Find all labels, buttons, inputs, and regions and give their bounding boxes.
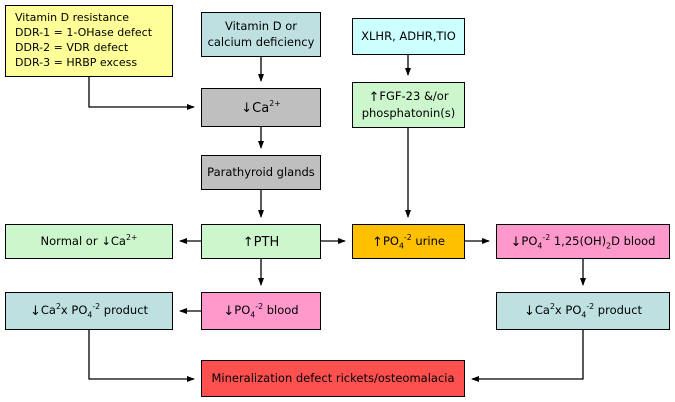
down-arrow-icon: ↓ xyxy=(223,304,235,320)
product-ca-sup: 2 xyxy=(549,302,555,312)
node-high-phosphate-urine[interactable]: ↑PO4-2 urine xyxy=(352,224,465,259)
vitamin-d-resistance-text: Vitamin D resistance DDR-1 = 1-OHase def… xyxy=(15,11,168,70)
resistance-line-3: DDR-2 = VDR defect xyxy=(15,41,129,54)
vitd-sup: -2 xyxy=(542,232,551,242)
down-arrow-icon: ↓ xyxy=(29,304,41,320)
phos-blood-po: PO xyxy=(234,303,251,318)
mineralization-defect-text: Mineralization defect rickets/osteomalac… xyxy=(211,370,455,385)
parathyroid-glands-text: Parathyroid glands xyxy=(207,164,315,179)
phos-blood-suffix: blood xyxy=(263,303,299,318)
phos-urine-po: PO xyxy=(382,233,399,248)
vitd-sub2: 2 xyxy=(606,241,612,251)
product-po-sub: 4 xyxy=(87,310,93,320)
phos-blood-sup: -2 xyxy=(255,302,264,312)
product-ca: Ca xyxy=(40,303,56,318)
low-phosphate-vitd-blood-text: ↓PO4-2 1,25(OH)2D blood xyxy=(501,233,665,251)
fgf23-line-2: phosphatonin(s) xyxy=(361,106,456,121)
node-normal-or-low-calcium[interactable]: Normal or ↓Ca2+ xyxy=(5,224,173,259)
node-vitamin-d-resistance[interactable]: Vitamin D resistance DDR-1 = 1-OHase def… xyxy=(5,5,173,77)
deficiency-line-2: calcium deficiency xyxy=(207,34,315,49)
edge-resistance-to-calcium xyxy=(88,77,195,110)
vitd-suffix: D blood xyxy=(611,233,656,248)
low-calcium-text: ↓Ca2+ xyxy=(206,99,316,117)
fgf23-text: ↑FGF-23 &/or phosphatonin(s) xyxy=(357,88,460,121)
normal-calcium-prefix: Normal or ↓Ca xyxy=(40,233,126,248)
product-po-sup: -2 xyxy=(586,302,595,312)
product-ca-sup: 2 xyxy=(55,302,61,312)
product-suffix: product xyxy=(100,303,149,318)
resistance-line-4: DDR-3 = HRBP excess xyxy=(15,55,138,69)
node-high-pth[interactable]: ↑PTH xyxy=(201,224,321,259)
down-arrow-icon: ↓ xyxy=(510,234,522,250)
node-parathyroid-glands[interactable]: Parathyroid glands xyxy=(201,155,321,190)
resistance-line-1: Vitamin D resistance xyxy=(15,11,130,25)
normal-or-low-calcium-text: Normal or ↓Ca2+ xyxy=(10,232,168,250)
normal-calcium-superscript: 2+ xyxy=(125,232,138,242)
node-low-calcium-phosphate-product-right[interactable]: ↓Ca2x PO4-2 product xyxy=(496,292,670,330)
vitd-po: PO xyxy=(521,233,538,248)
high-phosphate-urine-text: ↑PO4-2 urine xyxy=(357,233,460,251)
high-pth-text: ↑PTH xyxy=(242,234,280,250)
product-ca: Ca xyxy=(534,303,550,318)
node-low-phosphate-blood[interactable]: ↓PO4-2 blood xyxy=(201,292,321,330)
phos-urine-suffix: urine xyxy=(411,233,445,248)
product-right-text: ↓Ca2x PO4-2 product xyxy=(501,302,665,320)
resistance-line-2: DDR-1 = 1-OHase defect xyxy=(15,26,153,40)
node-mineralization-defect[interactable]: Mineralization defect rickets/osteomalac… xyxy=(201,360,465,397)
vitamin-d-deficiency-text: Vitamin D or calcium deficiency xyxy=(206,19,316,50)
low-calcium-superscript: 2+ xyxy=(269,98,281,108)
product-x: x PO xyxy=(554,303,582,318)
edge-product-right-to-mineralization xyxy=(471,330,584,382)
xlhr-text: XLHR, ADHR,TIO xyxy=(361,28,456,43)
deficiency-line-1: Vitamin D or xyxy=(225,18,297,33)
product-po-sub: 4 xyxy=(581,310,587,320)
down-arrow-icon: ↓Ca xyxy=(241,100,270,116)
node-low-phosphate-vitd-blood[interactable]: ↓PO4-2 1,25(OH)2D blood xyxy=(496,224,670,259)
phos-urine-sub: 4 xyxy=(398,241,404,251)
product-po-sup: -2 xyxy=(92,302,101,312)
node-xlhr-adhr-tio[interactable]: XLHR, ADHR,TIO xyxy=(352,18,465,55)
edge-product-left-to-mineralization xyxy=(88,330,195,382)
product-suffix: product xyxy=(594,303,643,318)
node-vitamin-d-or-calcium-deficiency[interactable]: Vitamin D or calcium deficiency xyxy=(201,12,321,57)
vitd-mid: 1,25(OH) xyxy=(550,233,607,248)
product-left-text: ↓Ca2x PO4-2 product xyxy=(10,302,168,320)
product-x: x PO xyxy=(60,303,88,318)
node-low-calcium-phosphate-product-left[interactable]: ↓Ca2x PO4-2 product xyxy=(5,292,173,330)
fgf23-line-1: FGF-23 &/or xyxy=(379,89,449,104)
up-arrow-icon: ↑ xyxy=(372,234,383,250)
node-low-calcium[interactable]: ↓Ca2+ xyxy=(201,88,321,127)
phos-urine-sup: -2 xyxy=(403,232,412,242)
node-high-fgf23-phosphatonins[interactable]: ↑FGF-23 &/or phosphatonin(s) xyxy=(352,82,465,128)
up-arrow-icon: ↑ xyxy=(368,90,380,106)
vitd-sub: 4 xyxy=(537,241,543,251)
down-arrow-icon: ↓ xyxy=(523,304,535,320)
low-phosphate-blood-text: ↓PO4-2 blood xyxy=(206,302,316,320)
phos-blood-sub: 4 xyxy=(250,310,256,320)
